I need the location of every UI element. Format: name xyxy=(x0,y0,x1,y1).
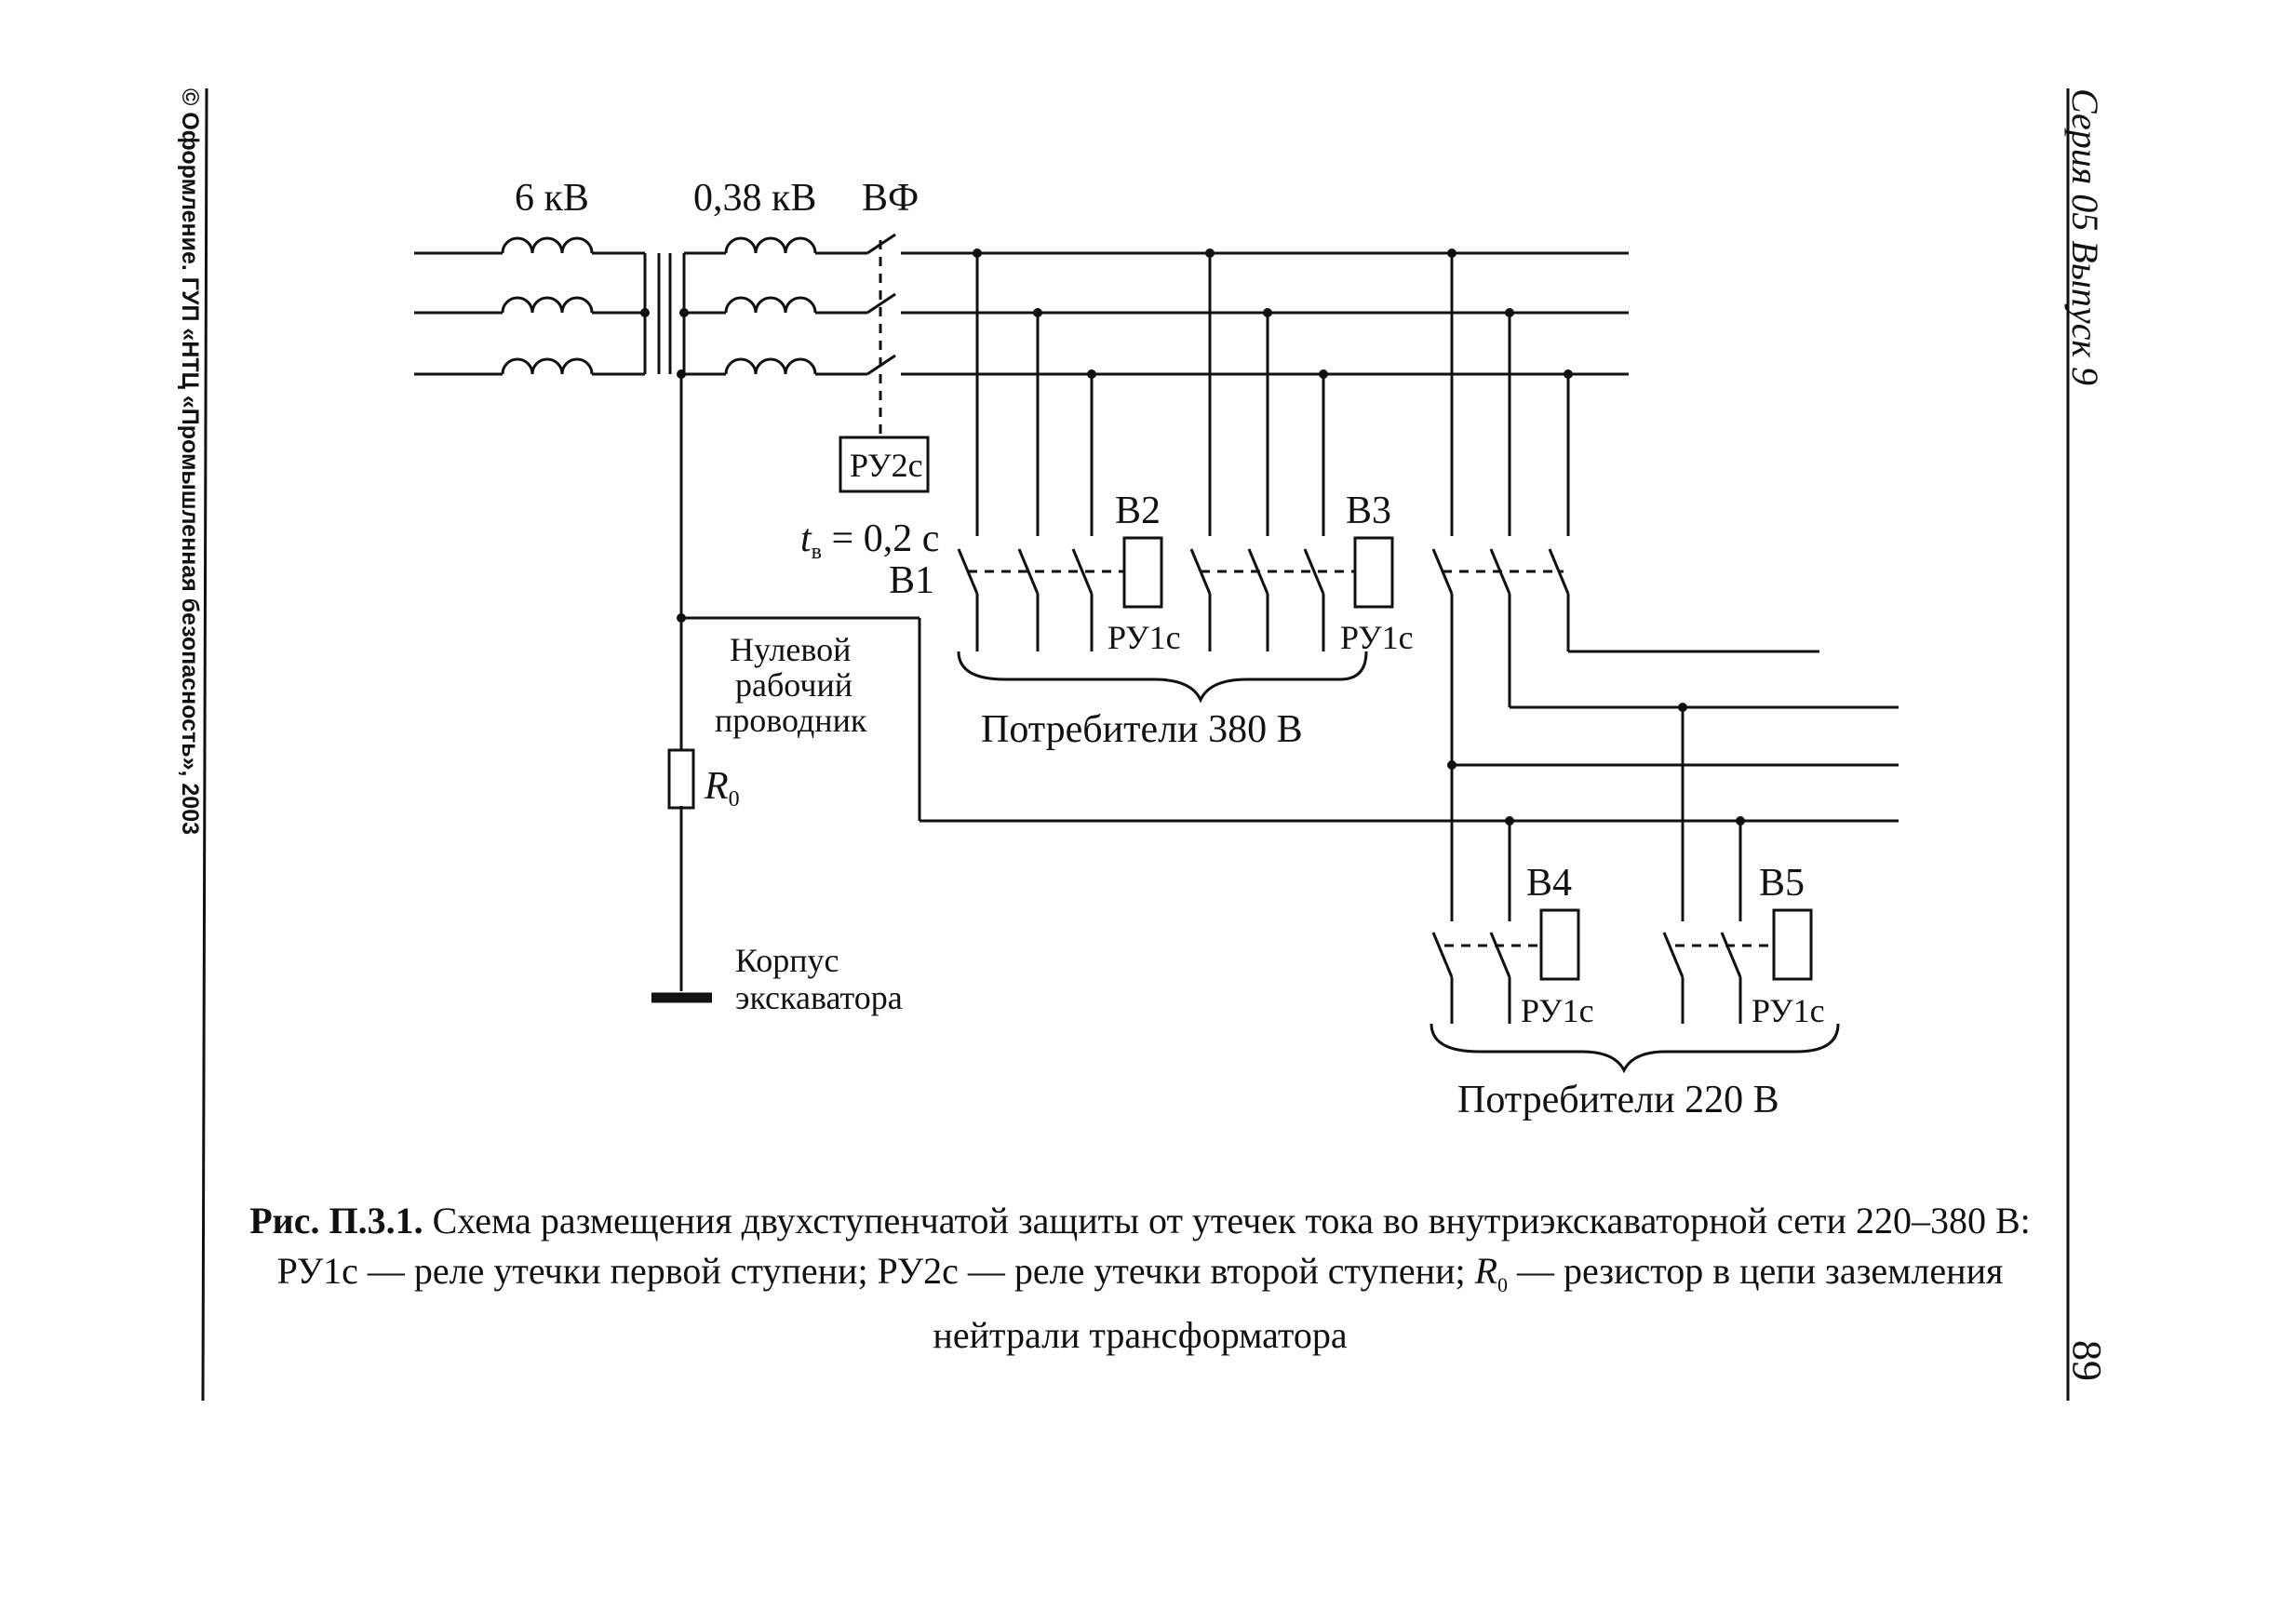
label-tv-value: = 0,2 с xyxy=(822,517,939,560)
caption-fig-label: Рис. П.3.1. xyxy=(249,1200,423,1241)
breaker-b1-group xyxy=(957,253,1124,651)
label-r0: R0 xyxy=(704,765,740,812)
brace-380 xyxy=(957,651,1368,704)
transformer-core xyxy=(657,253,672,374)
neutral-conductor xyxy=(679,374,1899,991)
label-b5: В5 xyxy=(1759,862,1805,905)
caption-title-line: Рис. П.3.1. Схема размещения двухступенч… xyxy=(233,1196,2047,1246)
caption-legend-line: РУ1с — реле утечки первой ступени; РУ2с … xyxy=(233,1246,2047,1361)
label-body-2: экскаватора xyxy=(735,979,903,1016)
ru2c-relay-box xyxy=(839,436,930,493)
label-r0-main: R xyxy=(704,765,729,808)
brace-220 xyxy=(1430,1023,1840,1074)
label-b3: В3 xyxy=(1346,490,1391,532)
ru1c-relay-b5 xyxy=(1772,908,1813,981)
caption-legend-r-sub: 0 xyxy=(1497,1273,1509,1296)
label-r0-sub: 0 xyxy=(729,787,740,812)
label-ru2c: РУ2с xyxy=(850,447,923,484)
feeder-220-breaker xyxy=(1431,253,1899,767)
secondary-winding xyxy=(682,236,867,376)
caption-legend-b: — резистор в цепи заземления нейтрали тр… xyxy=(933,1250,2004,1356)
label-ru1c-b3: РУ1с xyxy=(1340,619,1414,656)
label-038kv: 0,38 кВ xyxy=(693,177,816,220)
label-ru1c-b4: РУ1с xyxy=(1521,992,1594,1029)
caption-legend-r: R xyxy=(1474,1250,1498,1292)
breaker-b4-group xyxy=(1431,765,1541,1024)
label-ru1c-b2: РУ1с xyxy=(1107,619,1181,656)
breaker-b3-group xyxy=(1189,253,1355,651)
ru1c-relay-b3 xyxy=(1353,536,1394,609)
ru1c-relay-b2 xyxy=(1122,536,1163,609)
vf-breaker xyxy=(866,233,896,437)
label-b4: В4 xyxy=(1526,862,1572,905)
label-consumers-380: Потребители 380 В xyxy=(981,708,1303,751)
label-b1: В1 xyxy=(889,559,934,602)
label-tv-t: t xyxy=(800,517,812,560)
caption-title: Схема размещения двухступенчатой защиты … xyxy=(432,1200,2031,1241)
label-body-1: Корпус xyxy=(735,942,839,979)
junction-dots xyxy=(640,248,1745,825)
label-neutral-2: рабочий xyxy=(735,666,852,704)
label-vf: ВФ xyxy=(862,177,919,220)
primary-winding xyxy=(414,236,647,376)
r0-resistor xyxy=(667,748,695,810)
label-tv-sub: в xyxy=(812,540,822,564)
label-tv: tв = 0,2 с xyxy=(800,517,939,564)
label-ru1c-b5: РУ1с xyxy=(1752,992,1825,1029)
label-consumers-220: Потребители 220 В xyxy=(1457,1079,1779,1121)
caption-legend-a: РУ1с — реле утечки первой ступени; РУ2с … xyxy=(276,1250,1475,1292)
label-6kv: 6 кВ xyxy=(515,177,589,220)
left-margin-line xyxy=(201,87,208,1402)
label-b2: В2 xyxy=(1115,490,1161,532)
label-neutral-3: проводник xyxy=(715,702,867,739)
breaker-b5-group xyxy=(1662,707,1774,1024)
label-neutral-1: Нулевой xyxy=(730,631,851,668)
figure-caption: Рис. П.3.1. Схема размещения двухступенч… xyxy=(233,1196,2047,1361)
ru1c-relay-b4 xyxy=(1539,908,1580,981)
